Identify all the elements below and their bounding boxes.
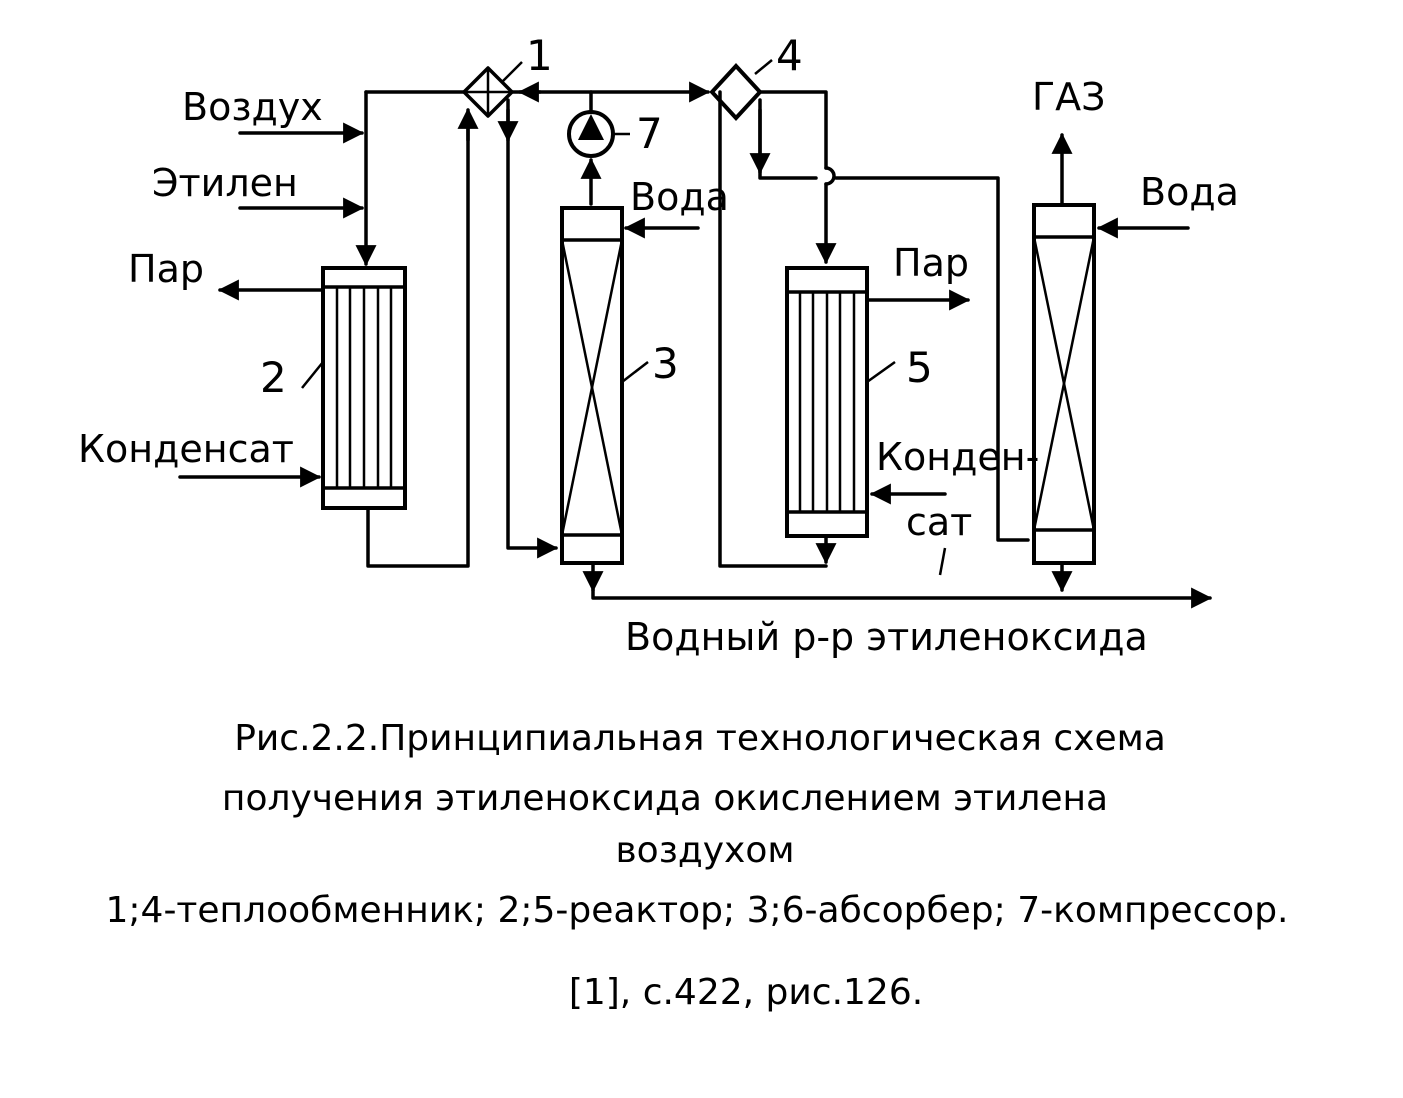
reactor-5	[785, 266, 869, 538]
caption-line-1: Рис.2.2.Принципиальная технологическая с…	[234, 718, 1166, 759]
ethylene-label: Этилен	[152, 161, 298, 205]
caption-line-3: воздухом	[615, 830, 794, 871]
absorber-6	[1032, 203, 1096, 565]
condensate-right-label-1: Конден-	[876, 435, 1039, 479]
product-label: Водный р-р этиленоксида	[625, 615, 1148, 659]
number-3: 3	[652, 339, 679, 388]
number-5: 5	[906, 343, 933, 392]
heat-exchanger-4	[709, 63, 763, 121]
heat-exchanger-1	[462, 66, 514, 118]
reactor-2	[321, 266, 407, 510]
compressor-7	[567, 110, 615, 158]
absorber-3	[560, 206, 624, 565]
water-mid-label: Вода	[630, 175, 729, 219]
caption-reference: [1], с.422, рис.126.	[569, 972, 923, 1013]
number-7: 7	[636, 109, 663, 158]
piping	[178, 59, 1213, 609]
number-2: 2	[260, 353, 287, 402]
water-right-label: Вода	[1140, 170, 1239, 214]
caption-legend: 1;4-теплообменник; 2;5-реактор; 3;6-абсо…	[106, 890, 1289, 931]
number-4: 4	[776, 31, 803, 80]
condensate-left-label: Конденсат	[78, 427, 294, 471]
gas-label: ГАЗ	[1032, 75, 1106, 119]
caption-line-2: получения этиленоксида окислением этилен…	[222, 778, 1108, 819]
steam-right-label: Пар	[893, 241, 969, 285]
air-label: Воздух	[182, 85, 323, 129]
condensate-right-label-2: сат	[906, 500, 972, 544]
number-1: 1	[526, 31, 553, 80]
steam-left-label: Пар	[128, 247, 204, 291]
